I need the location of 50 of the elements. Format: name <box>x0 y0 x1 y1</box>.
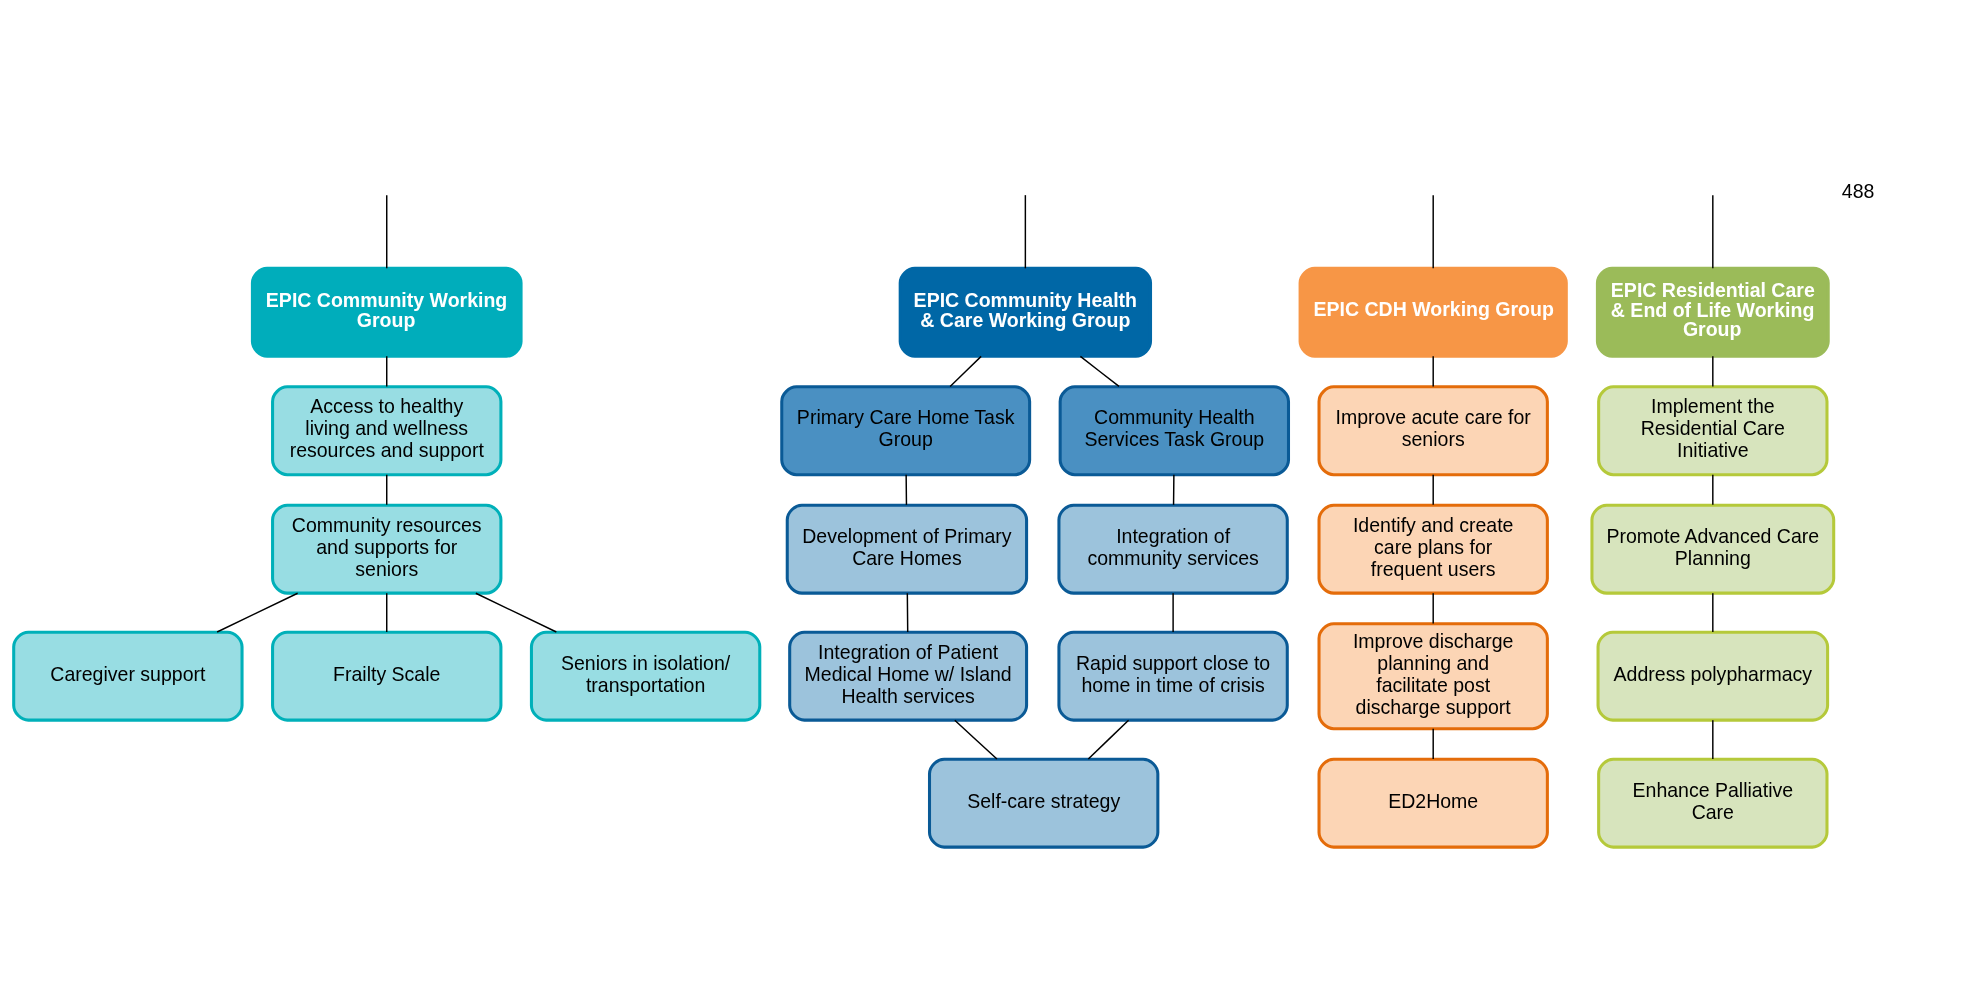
node-box: ED2Home <box>1317 757 1549 849</box>
node-box: Address polypharmacy <box>1596 630 1830 722</box>
connector <box>1087 719 1130 760</box>
connector <box>1432 355 1434 388</box>
connector <box>1712 719 1714 760</box>
node-box: Access to healthy living and wellness resources and support <box>271 385 503 477</box>
node-box: EPIC CDH Working Group <box>1298 266 1568 358</box>
connector <box>1712 194 1714 270</box>
connector <box>1432 592 1434 625</box>
connector <box>905 474 908 506</box>
label: 488 <box>1841 180 1875 203</box>
node-box: Seniors in isolation/ transportation <box>529 630 762 722</box>
connector <box>386 474 388 506</box>
node-box: Improve acute care for seniors <box>1317 385 1549 477</box>
node-box: Community Health Services Task Group <box>1058 385 1291 477</box>
connector <box>1712 355 1714 388</box>
connector <box>1432 194 1434 270</box>
node-box: Improve discharge planning and facilitate post discharge support <box>1317 622 1549 731</box>
node-box: Implement the Residential Care Initiative <box>1597 385 1829 477</box>
node-box: Community resources and supports for seniors <box>271 503 503 595</box>
node-box: Development of Primary Care Homes <box>785 503 1029 595</box>
node-box: EPIC Residential Care & End of Life Working Group <box>1595 266 1830 358</box>
connector <box>386 592 388 633</box>
node-box: EPIC Community Working Group <box>250 266 523 358</box>
connector <box>1079 355 1120 388</box>
node-box: Rapid support close to home in time of crisis <box>1057 630 1289 722</box>
node-box: Enhance Palliative Care <box>1597 757 1829 849</box>
node-box: Integration of community services <box>1057 503 1289 595</box>
connector <box>949 355 982 388</box>
connector <box>386 194 388 270</box>
connector <box>1024 194 1027 270</box>
node-box: Frailty Scale <box>271 630 503 722</box>
connector <box>475 592 558 633</box>
node-box: Identify and create care plans for frequent users <box>1317 503 1549 595</box>
connector <box>1712 474 1714 506</box>
node-box: Primary Care Home Task Group <box>780 385 1032 477</box>
connector <box>1432 474 1434 506</box>
node-box: Integration of Patient Medical Home w/ Island Health services <box>788 630 1029 722</box>
connector <box>1432 728 1434 760</box>
connector <box>954 719 998 760</box>
connector <box>216 592 299 633</box>
node-box: EPIC Community Health & Care Working Group <box>898 266 1153 358</box>
connector <box>906 592 909 633</box>
node-box: Promote Advanced Care Planning <box>1590 503 1836 595</box>
node-box: Self-care strategy <box>927 757 1160 849</box>
connector <box>1172 592 1174 633</box>
connector <box>1172 474 1175 506</box>
connector <box>386 355 388 388</box>
node-box: Caregiver support <box>12 630 244 722</box>
connector <box>1712 592 1714 633</box>
